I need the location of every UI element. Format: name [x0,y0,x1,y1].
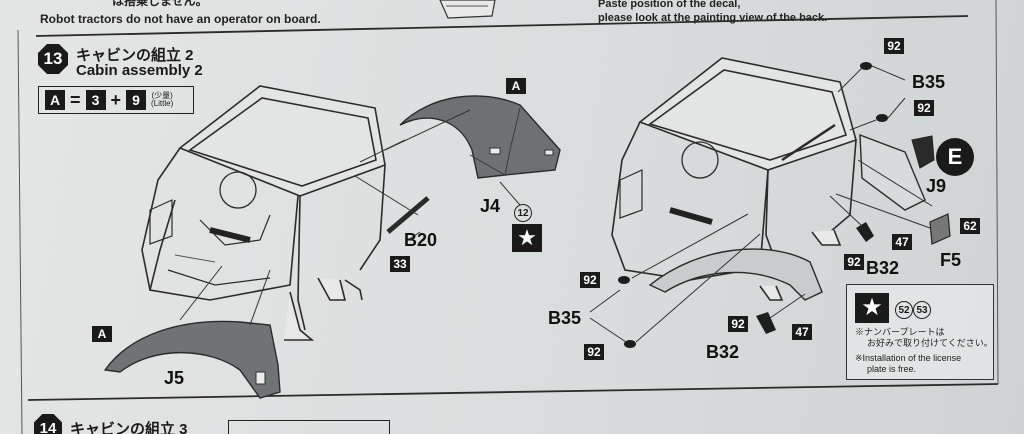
note-jp-line1: ※ナンバープレートは [855,327,945,337]
formula-amount-note: (少量) (Little) [151,91,174,108]
color-92-label-3: 92 [844,254,864,270]
label-j5: J5 [164,368,185,388]
label-b35-top: B35 [912,72,946,92]
star-marker-left: ★ [512,224,542,252]
label-j9: J9 [926,176,947,196]
formula-result-color: A [45,90,65,110]
decal-53-marker: 53 [913,301,931,319]
left-leader-lines [179,109,521,326]
formula-color-a: 3 [85,90,106,110]
mix-formula: A = 3 + 9 (少量) (Little) [38,86,194,114]
label-b20: B20 [404,230,438,250]
note-en-line1: ※Installation of the license [855,353,962,363]
top-jp-fragment: は搭乗しません。 [112,0,208,8]
right-cabin [611,57,857,301]
top-right-note-1: Paste position of the decal, [598,0,741,10]
star-marker-note: ★ [855,293,889,323]
color-33-label: 33 [390,256,410,272]
color-92-label-4: 92 [580,272,600,288]
note-en-line2: plate is free. [867,364,917,374]
left-cabin [141,85,386,341]
fender-j5 [103,320,281,399]
sub-assembly-e-marker: E [936,138,974,176]
pin-parts [618,62,888,348]
color-a-label-left: A [92,326,112,342]
formula-equals: = [70,89,81,110]
color-62-label: 62 [960,218,980,234]
color-92-label-6: 92 [728,316,748,332]
license-plate-note: ★ 52 53 ※ナンバープレートは お好みで取り付けてください。 ※Insta… [846,284,994,380]
formula-color-b: 9 [126,90,147,110]
step-13-title-en: Cabin assembly 2 [76,62,203,79]
step-14-formula-box [228,420,390,434]
color-a-label-top: A [506,78,526,94]
note-jp-line2: お好みで取り付けてください。 [867,338,993,348]
step-14-badge: 14 [34,414,62,434]
fender-j4 [399,95,561,179]
label-b35-bottom: B35 [548,308,582,328]
color-92-label-1: 92 [884,38,904,54]
star-icon: ★ [517,225,537,250]
right-fender [648,248,823,301]
top-left-note: Robot tractors do not have an operator o… [40,12,321,26]
color-47-label-1: 47 [892,234,912,250]
color-47-label-2: 47 [792,324,812,340]
step-13-title-jp: キャビンの組立 2 [76,47,194,64]
label-f5: F5 [940,250,962,270]
color-92-label-5: 92 [584,344,604,360]
step-14-title-jp: キャビンの組立 3 [70,421,188,434]
part-f5 [929,213,951,245]
label-b32-bottom: B32 [706,342,740,362]
formula-plus: + [110,89,122,110]
decal-52-marker: 52 [895,301,913,319]
label-b32-right: B32 [866,258,900,278]
color-92-label-2: 92 [914,100,934,116]
decal-12-marker: 12 [514,204,532,222]
star-icon: ★ [861,294,883,321]
part-b20 [386,196,430,234]
label-j4: J4 [480,196,501,216]
step-13-badge: 13 [38,44,68,74]
right-leader-lines [589,65,933,343]
part-j9-dark [911,135,935,169]
